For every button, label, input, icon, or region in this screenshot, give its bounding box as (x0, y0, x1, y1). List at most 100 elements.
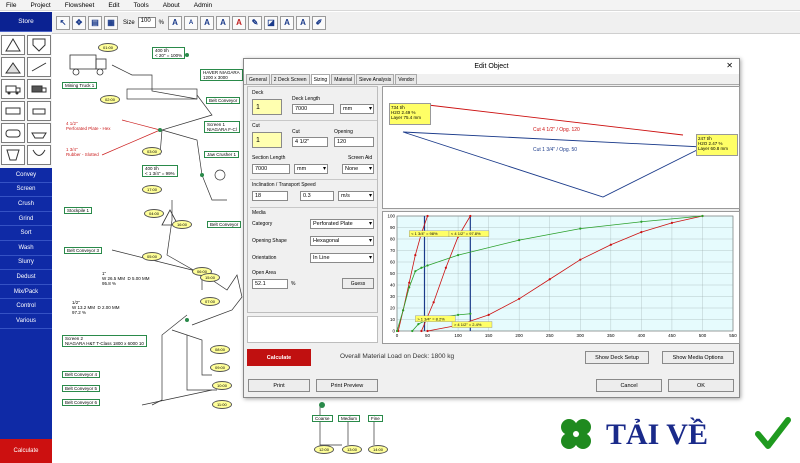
section-length-unit-select[interactable]: mm (294, 164, 328, 174)
dialog-calculate-button[interactable]: Calculate (247, 349, 311, 366)
bin-icon[interactable] (1, 35, 25, 55)
flowsheet-label-feed-400[interactable]: 400 t/h < 20" = 100% (152, 47, 186, 59)
open-icon[interactable]: ▤ (88, 15, 102, 30)
fill-color-icon[interactable]: ◪ (264, 15, 279, 30)
notes-area[interactable] (247, 316, 378, 343)
deck-length-input[interactable]: 7000 (292, 104, 334, 114)
sidebar-calculate-button[interactable]: Calculate (0, 439, 52, 463)
sidebar-item-control[interactable]: Control (0, 299, 52, 314)
guess-button[interactable]: Guess (342, 278, 374, 289)
font-large-icon[interactable]: A (200, 15, 215, 30)
sidebar-item-dedust[interactable]: Dedust (0, 270, 52, 285)
text-color-icon[interactable]: A (280, 15, 295, 30)
silo-icon[interactable] (1, 145, 25, 165)
flowsheet-stream-node[interactable]: 02:00 (100, 95, 121, 104)
flowsheet-stream-node[interactable]: 15:00 (200, 273, 221, 282)
flowsheet-label-medium[interactable]: Medium (338, 415, 361, 422)
train-icon[interactable] (1, 101, 25, 121)
font-color-icon[interactable]: A (232, 15, 247, 30)
flowsheet-stream-node[interactable]: 05:00 (142, 252, 163, 261)
sidebar-item-convey[interactable]: Convey (0, 168, 52, 183)
truck-alt-icon[interactable] (27, 79, 51, 99)
size-input[interactable]: 100 (137, 17, 156, 28)
flowsheet-stream-node[interactable]: 13:00 (342, 445, 363, 454)
open-area-input[interactable]: 52.1 (252, 279, 288, 289)
text-style-icon[interactable]: A (168, 15, 183, 30)
flowsheet-label-belt-conveyor-3[interactable]: Belt Conveyor 3 (64, 247, 103, 254)
flowsheet-label-stockpile[interactable]: Stockpile 1 (64, 207, 93, 214)
orientation-select[interactable]: In Line (310, 253, 374, 263)
flowsheet-stream-node[interactable]: 04:00 (144, 209, 165, 218)
sidebar-item-slurry[interactable]: Slurry (0, 256, 52, 271)
tab-material[interactable]: Material (331, 74, 356, 84)
inclination-input[interactable]: 18 (252, 191, 288, 201)
flowsheet-stream-node[interactable]: 14:00 (368, 445, 389, 454)
flowsheet-label-mining-truck[interactable]: Mining Truck 1 (62, 82, 98, 89)
flowsheet-stream-node[interactable]: 10:00 (212, 381, 233, 390)
menu-tools[interactable]: Tools (133, 1, 149, 9)
font-bold-icon[interactable]: A (216, 15, 231, 30)
close-icon[interactable]: ✕ (726, 61, 733, 70)
category-select[interactable]: Perforated Plate (310, 219, 374, 229)
flowsheet-label-screen1[interactable]: Screen 1 NIAGARA F-Cl (204, 121, 240, 133)
sidebar-store[interactable]: Store (0, 12, 52, 32)
sidebar-item-crush[interactable]: Crush (0, 197, 52, 212)
ship-icon[interactable] (27, 123, 51, 143)
flowsheet-stream-node[interactable]: 09:00 (210, 363, 231, 372)
cut-spinner[interactable]: 1 (252, 132, 282, 148)
flowsheet-label-belt-conveyor-top[interactable]: Belt Conveyor (206, 97, 241, 104)
edit-text-icon[interactable]: A (296, 15, 311, 30)
flowsheet-label-belt-conveyor-5[interactable]: Belt Conveyor 5 (62, 385, 101, 392)
sidebar-item-screen[interactable]: Screen (0, 183, 52, 198)
opening-shape-select[interactable]: Hexagonal (310, 236, 374, 246)
tab-2-deck-screen[interactable]: 2 Deck Screen (270, 74, 310, 84)
print-button[interactable]: Print (248, 379, 310, 392)
line-color-icon[interactable]: ✎ (248, 15, 263, 30)
menu-about[interactable]: About (162, 1, 180, 9)
menu-admin[interactable]: Admin (193, 1, 213, 9)
speed-unit-select[interactable]: m/s (338, 191, 374, 201)
font-small-icon[interactable]: A (184, 15, 199, 30)
flowsheet-label-belt-conveyor-6[interactable]: Belt Conveyor 6 (62, 399, 101, 406)
cancel-button[interactable]: Cancel (596, 379, 662, 392)
flowsheet-stream-node[interactable]: 16:00 (172, 220, 193, 229)
conveyor-icon[interactable] (27, 57, 51, 77)
tank-icon[interactable] (1, 123, 25, 143)
wagon-icon[interactable] (27, 101, 51, 121)
deck-spinner[interactable]: 1 (252, 99, 282, 115)
truck-icon[interactable] (1, 79, 25, 99)
menu-project[interactable]: Project (30, 1, 51, 9)
show-deck-setup-button[interactable]: Show Deck Setup (585, 351, 649, 364)
tab-general[interactable]: General (246, 74, 270, 84)
menu-file[interactable]: File (6, 1, 17, 9)
flowsheet-stream-node[interactable]: 17:00 (142, 185, 163, 194)
flowsheet-label-jaw-crusher[interactable]: Jaw Crusher 1 (204, 151, 240, 158)
screen-aid-select[interactable]: None (342, 164, 374, 174)
chute-icon[interactable] (27, 145, 51, 165)
tab-vendor[interactable]: Vendor (395, 74, 418, 84)
hopper-icon[interactable] (27, 35, 51, 55)
pan-tool-icon[interactable]: ✥ (72, 15, 86, 30)
flowsheet-stream-node[interactable]: 07:00 (200, 297, 221, 306)
speed-input[interactable]: 0.3 (300, 191, 334, 201)
show-media-options-button[interactable]: Show Media Options (662, 351, 734, 364)
flowsheet-stream-node[interactable]: 03:00 (142, 147, 163, 156)
sidebar-item-sort[interactable]: Sort (0, 226, 52, 241)
menu-flowsheet[interactable]: Flowsheet (64, 1, 95, 9)
brush-icon[interactable]: ✐ (312, 15, 327, 30)
tab-sizing[interactable]: Sizing (310, 74, 331, 84)
flowsheet-label-fine[interactable]: Fine (368, 415, 383, 422)
flowsheet-label-belt-conveyor-mid[interactable]: Belt Conveyor (207, 221, 242, 228)
cut-value-input[interactable]: 4 1/2" (292, 137, 328, 147)
sidebar-item-grind[interactable]: Grind (0, 212, 52, 227)
flowsheet-stream-node[interactable]: 12:00 (314, 445, 335, 454)
sidebar-item-wash[interactable]: Wash (0, 241, 52, 256)
menu-edit[interactable]: Edit (108, 1, 120, 9)
tab-sieve-analysis[interactable]: Sieve Analysis (356, 74, 395, 84)
sidebar-item-mixpack[interactable]: Mix/Pack (0, 285, 52, 300)
ok-button[interactable]: OK (668, 379, 734, 392)
flowsheet-stream-node[interactable]: 08:00 (210, 345, 231, 354)
flowsheet-label-belt-conveyor-4[interactable]: Belt Conveyor 4 (62, 371, 101, 378)
flowsheet-stream-node[interactable]: 01:00 (98, 43, 119, 52)
